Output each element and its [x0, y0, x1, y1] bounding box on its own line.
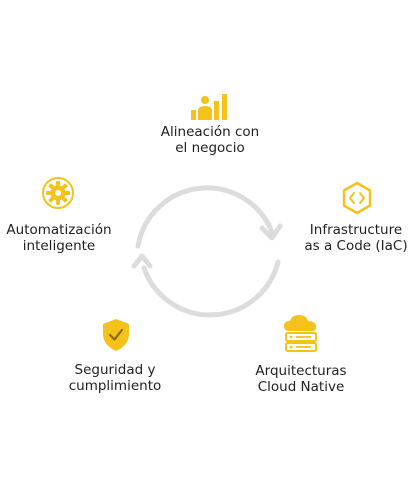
label-line-2: inteligente: [22, 238, 96, 254]
node-label: Seguridad y cumplimiento: [60, 362, 170, 394]
label-line-1: Alineación con: [160, 124, 260, 140]
node-label: Automatización inteligente: [4, 222, 114, 254]
node-label: Infrastructure as a Code (IaC): [300, 222, 412, 254]
node-label: Arquitecturas Cloud Native: [244, 363, 358, 395]
cycle-arc-bottom: [141, 259, 281, 318]
label-line-1: Arquitecturas: [255, 363, 347, 379]
cycle-arc-top: [135, 185, 275, 249]
gear-icon: [42, 177, 74, 209]
cycle-arrowhead-right: [259, 223, 283, 241]
cloud-server-icon: [284, 315, 317, 352]
label-line-2: el negocio: [175, 140, 245, 156]
label-line-1: Seguridad y: [74, 362, 156, 378]
label-line-2: as a Code (IaC): [304, 238, 408, 254]
code-cube-icon: [342, 181, 372, 215]
cycle-arrowhead-left: [131, 253, 153, 269]
bar-chart-person-icon: [191, 94, 227, 120]
node-label: Alineación con el negocio: [148, 124, 272, 156]
label-line-1: Infrastructure: [309, 222, 403, 238]
shield-check-icon: [103, 319, 129, 351]
label-line-1: Automatización: [6, 222, 112, 238]
label-line-2: cumplimiento: [68, 378, 162, 394]
label-line-2: Cloud Native: [257, 379, 345, 395]
